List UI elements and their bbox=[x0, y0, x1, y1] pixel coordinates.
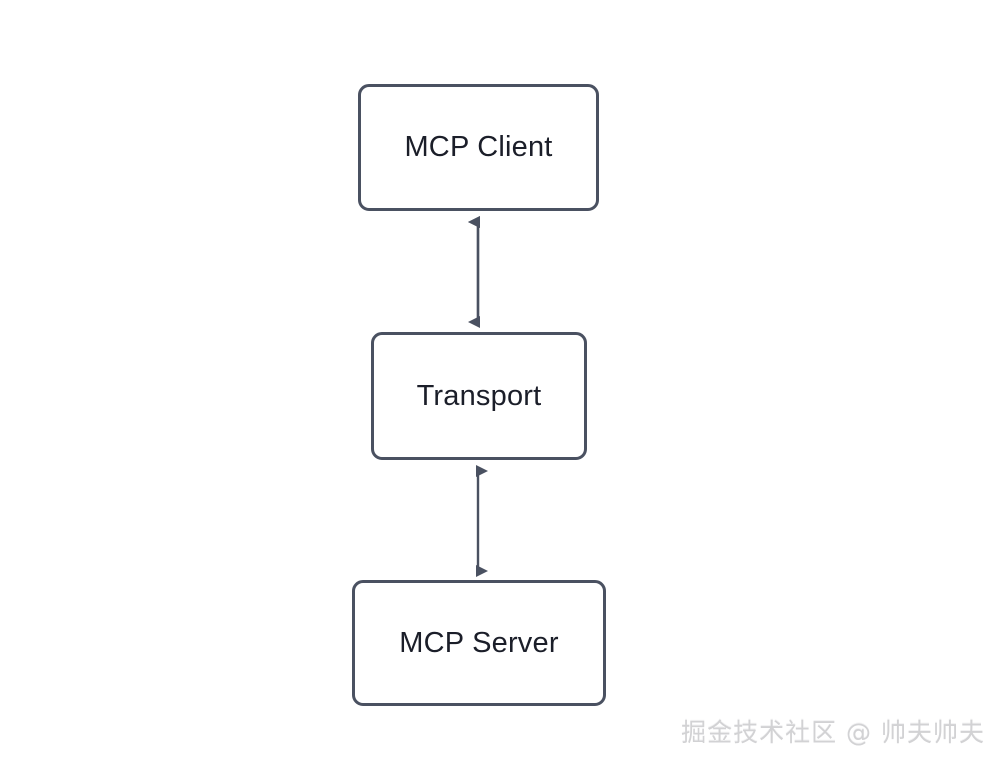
connector-transport-server-arrow bbox=[476, 465, 488, 577]
node-transport[interactable]: Transport bbox=[371, 332, 587, 460]
node-transport-label: Transport bbox=[416, 379, 542, 412]
node-mcp-server-label: MCP Server bbox=[399, 626, 559, 659]
connector-client-transport-arrow bbox=[468, 216, 480, 328]
node-mcp-server[interactable]: MCP Server bbox=[352, 580, 606, 706]
node-mcp-client[interactable]: MCP Client bbox=[358, 84, 599, 211]
node-mcp-client-label: MCP Client bbox=[404, 131, 553, 163]
watermark-text: 掘金技术社区 @ 帅夫帅夫 bbox=[681, 718, 985, 747]
